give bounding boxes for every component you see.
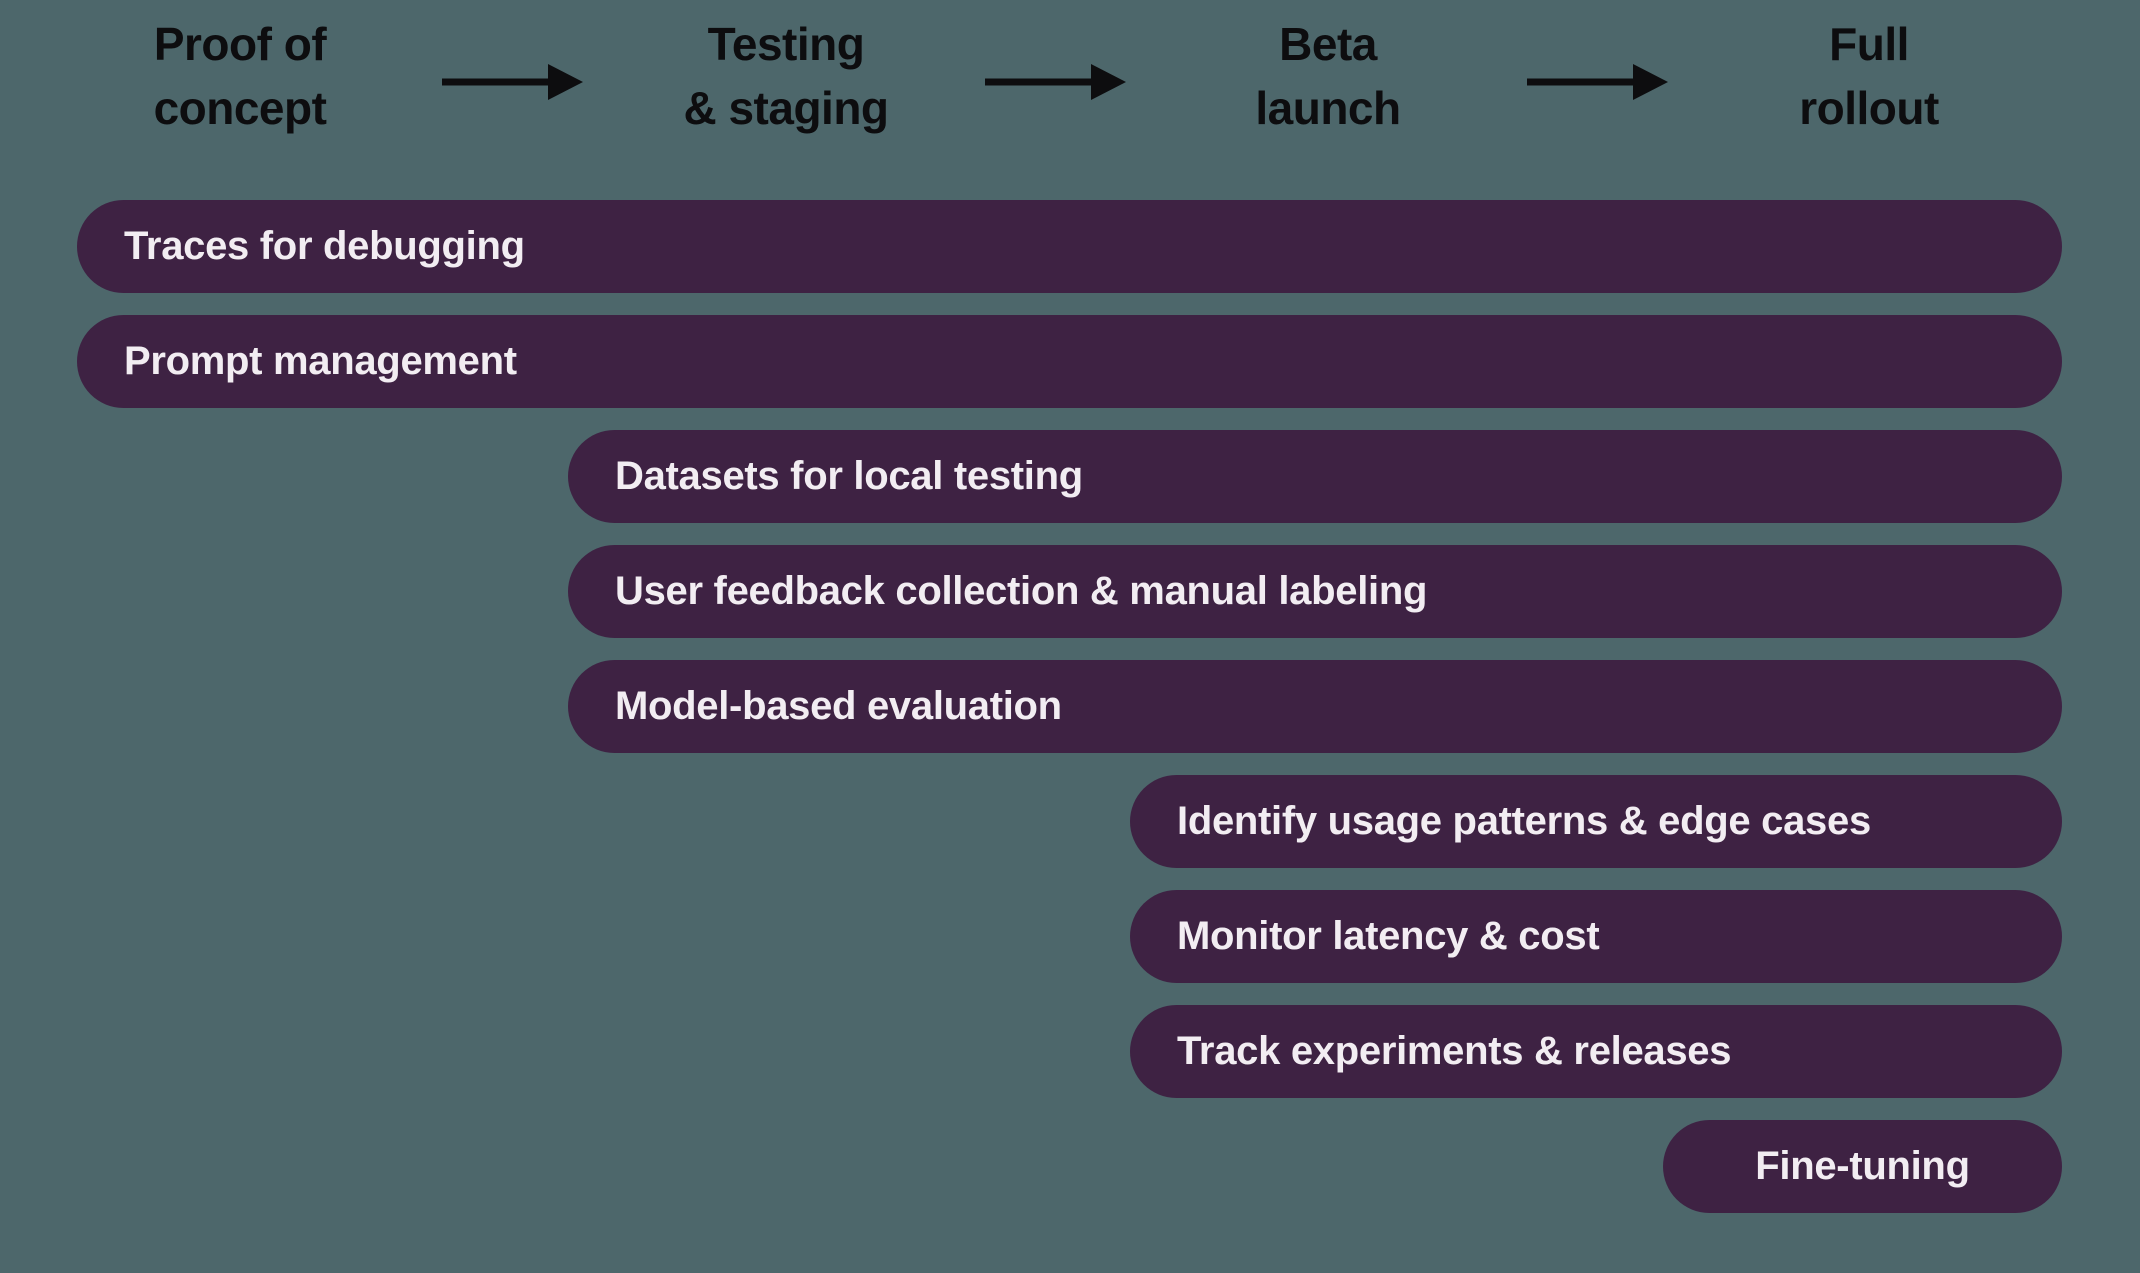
feature-bar-monitor-latency-cost: Monitor latency & cost <box>1130 890 2062 983</box>
feature-bar-label: Fine-tuning <box>1755 1144 1970 1188</box>
feature-bar-model-based-evaluation: Model-based evaluation <box>568 660 2062 753</box>
stage-label-line2: concept <box>153 82 327 134</box>
arrow-right-icon <box>983 62 1128 102</box>
stage-label-line2: rollout <box>1799 82 1939 134</box>
feature-bar-label: Prompt management <box>124 339 517 383</box>
stage-label-line2: & staging <box>683 82 889 134</box>
stage-label-proof-of-concept: Proof of concept <box>154 12 327 140</box>
stage-label-testing-staging: Testing & staging <box>683 12 889 140</box>
stage-label-line1: Full <box>1829 18 1909 70</box>
feature-bar-datasets-for-local-testing: Datasets for local testing <box>568 430 2062 523</box>
stage-label-line2: launch <box>1255 82 1401 134</box>
stage-label-line1: Testing <box>707 18 865 70</box>
feature-bar-identify-usage-patterns: Identify usage patterns & edge cases <box>1130 775 2062 868</box>
stage-label-beta-launch: Beta launch <box>1255 12 1401 140</box>
feature-bar-label: User feedback collection & manual labeli… <box>615 569 1428 613</box>
feature-bar-label: Track experiments & releases <box>1177 1029 1732 1073</box>
feature-bar-fine-tuning: Fine-tuning <box>1663 1120 2062 1213</box>
arrow-right-icon <box>440 62 585 102</box>
feature-bar-label: Model-based evaluation <box>615 684 1062 728</box>
feature-bar-label: Traces for debugging <box>124 224 525 268</box>
feature-bar-label: Monitor latency & cost <box>1177 914 1600 958</box>
feature-bar-user-feedback-collection: User feedback collection & manual labeli… <box>568 545 2062 638</box>
feature-bar-label: Datasets for local testing <box>615 454 1083 498</box>
feature-bar-prompt-management: Prompt management <box>77 315 2062 408</box>
stage-label-line1: Beta <box>1279 18 1377 70</box>
feature-bar-traces-for-debugging: Traces for debugging <box>77 200 2062 293</box>
stage-label-full-rollout: Full rollout <box>1799 12 1939 140</box>
arrow-right-icon <box>1525 62 1670 102</box>
feature-bar-label: Identify usage patterns & edge cases <box>1177 799 1871 843</box>
feature-bar-track-experiments-releases: Track experiments & releases <box>1130 1005 2062 1098</box>
stage-label-line1: Proof of <box>153 18 327 70</box>
